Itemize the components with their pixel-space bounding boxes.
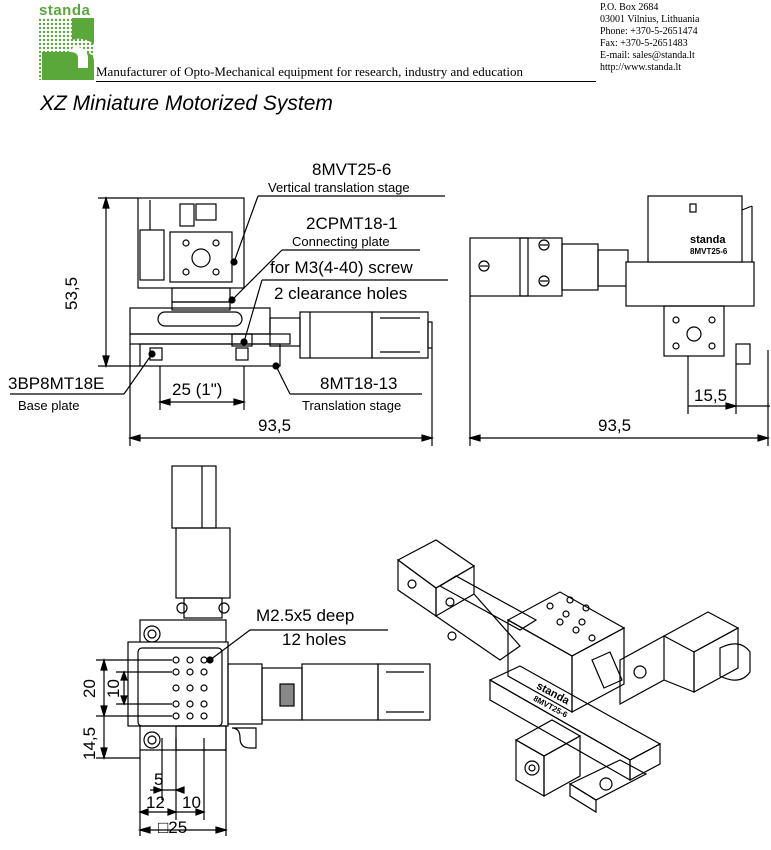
- front-view: [10, 195, 448, 446]
- callout-connecting-plate-code: 2CPMT18-1: [306, 214, 398, 233]
- side-brand-mark: standa: [690, 234, 726, 246]
- dim-hole-spacing: 25 (1"): [172, 380, 223, 399]
- callout-holes-line1: M2.5x5 deep: [256, 606, 355, 625]
- side-model-mark: 8MVT25-6: [690, 247, 728, 256]
- dim-v20: 20: [80, 679, 99, 698]
- logo-mark: [38, 18, 94, 80]
- iso-view: [396, 539, 751, 814]
- contact-line: P.O. Box 2684: [600, 2, 659, 13]
- header-rule: [96, 81, 596, 82]
- callout-base-plate-desc: Base plate: [18, 398, 80, 413]
- dim-square: □25: [158, 818, 188, 837]
- company-logo: standa: [38, 2, 94, 80]
- contact-line: Fax: +370-5-2651483: [600, 38, 688, 49]
- callout-vertical-stage-code: 8MVT25-6: [312, 160, 392, 179]
- dim-h12: 12: [146, 793, 165, 812]
- company-tagline: Manufacturer of Opto-Mechanical equipmen…: [96, 64, 524, 79]
- callout-holes-line2: 12 holes: [282, 630, 347, 649]
- dim-side-width: 93,5: [598, 416, 632, 435]
- dim-h10: 10: [182, 793, 201, 812]
- callout-translation-stage-desc: Translation stage: [302, 398, 402, 413]
- page-title: XZ Miniature Motorized System: [40, 92, 333, 115]
- dim-h5: 5: [154, 770, 164, 789]
- callout-translation-stage-code: 8MT18-13: [320, 374, 398, 393]
- callout-connecting-plate-desc: Connecting plate: [292, 234, 390, 249]
- dim-v14-5: 14,5: [80, 726, 99, 760]
- contact-line: 03001 Vilnius, Lithuania: [600, 14, 700, 25]
- contact-line: Phone: +370-5-2651474: [600, 26, 698, 37]
- callout-base-plate-code: 3BP8MT18E: [8, 374, 105, 393]
- dim-front-width: 93,5: [258, 416, 292, 435]
- side-view: [467, 195, 771, 446]
- callout-vertical-stage-desc: Vertical translation stage: [268, 180, 410, 195]
- dim-side-offset: 15,5: [694, 386, 728, 405]
- callout-screw-desc: 2 clearance holes: [274, 284, 408, 303]
- logo-text: standa: [39, 2, 91, 19]
- contact-line: http://www.standa.lt: [600, 62, 682, 73]
- dim-v10: 10: [104, 679, 123, 698]
- contact-block: P.O. Box 2684 03001 Vilnius, Lithuania P…: [600, 2, 700, 74]
- top-view: [96, 465, 431, 836]
- callout-screw-code: for M3(4-40) screw: [270, 258, 413, 277]
- dim-height: 53,5: [62, 276, 81, 310]
- contact-line: E-mail: sales@standa.lt: [600, 50, 695, 61]
